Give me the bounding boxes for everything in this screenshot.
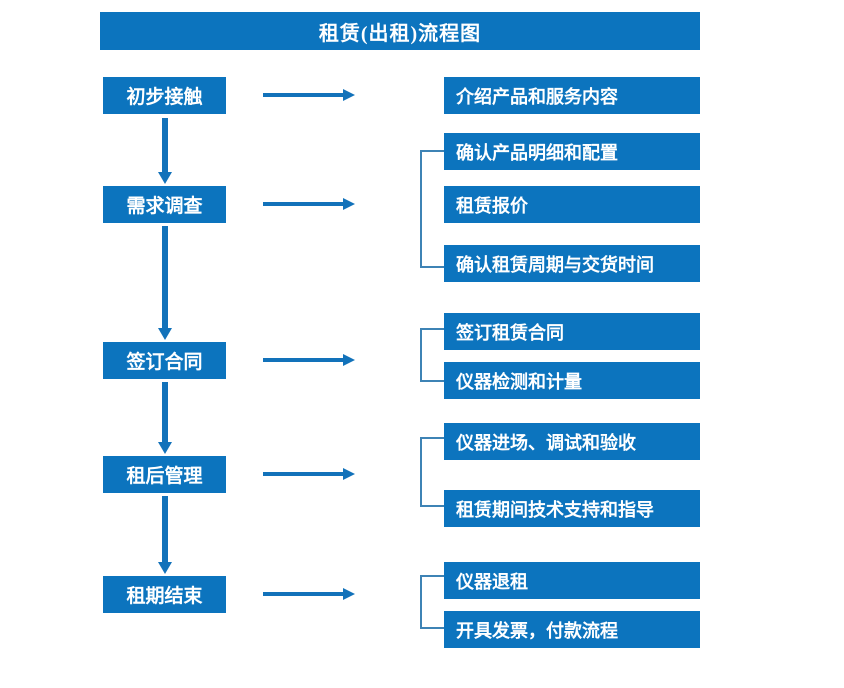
bracket-closing-group <box>420 575 444 629</box>
right-arrow-icon-5 <box>263 587 355 601</box>
down-arrow-icon-3 <box>158 382 172 454</box>
arrow-head <box>158 442 172 454</box>
stage-box-chubujiechu[interactable]: 初步接触 <box>103 77 226 114</box>
arrow-head <box>343 588 355 600</box>
arrow-shaft <box>162 382 168 442</box>
arrow-shaft <box>162 226 168 328</box>
stage-box-zuhouguanli[interactable]: 租后管理 <box>103 456 226 493</box>
detail-box-querenzulinzhouqi[interactable]: 确认租赁周期与交货时间 <box>444 245 700 282</box>
arrow-head <box>158 562 172 574</box>
arrow-shaft <box>263 93 343 97</box>
stage-box-xuqiudiaocha[interactable]: 需求调查 <box>103 186 226 223</box>
arrow-shaft <box>162 496 168 562</box>
bracket-contract-group <box>420 328 444 382</box>
right-arrow-icon-1 <box>263 88 355 102</box>
right-arrow-icon-2 <box>263 197 355 211</box>
down-arrow-icon-2 <box>158 226 172 340</box>
down-arrow-icon-4 <box>158 496 172 574</box>
detail-box-kaijufapiao[interactable]: 开具发票，付款流程 <box>444 611 700 648</box>
detail-box-yiqijinchang[interactable]: 仪器进场、调试和验收 <box>444 423 700 460</box>
arrow-shaft <box>162 118 168 172</box>
arrow-shaft <box>263 472 343 476</box>
page-title: 租赁(出租)流程图 <box>100 12 700 50</box>
bracket-management-group <box>420 437 444 507</box>
arrow-shaft <box>263 592 343 596</box>
detail-box-zulinqijianjishu[interactable]: 租赁期间技术支持和指导 <box>444 490 700 527</box>
right-arrow-icon-3 <box>263 353 355 367</box>
arrow-shaft <box>263 358 343 362</box>
arrow-head <box>343 468 355 480</box>
stage-box-qiandinghetong[interactable]: 签订合同 <box>103 342 226 379</box>
detail-box-yiqijiancehejiliang[interactable]: 仪器检测和计量 <box>444 362 700 399</box>
arrow-head <box>343 198 355 210</box>
detail-box-querenchanpinmingxi[interactable]: 确认产品明细和配置 <box>444 133 700 170</box>
detail-box-qiandingzulinhetong[interactable]: 签订租赁合同 <box>444 313 700 350</box>
detail-box-zulinbaojia[interactable]: 租赁报价 <box>444 186 700 223</box>
arrow-head <box>158 328 172 340</box>
detail-box-jieshaochanpin[interactable]: 介绍产品和服务内容 <box>444 77 700 114</box>
bracket-requirement-group <box>420 150 444 268</box>
detail-box-yiqituizu[interactable]: 仪器退租 <box>444 562 700 599</box>
down-arrow-icon-1 <box>158 118 172 184</box>
arrow-head <box>158 172 172 184</box>
right-arrow-icon-4 <box>263 467 355 481</box>
arrow-head <box>343 89 355 101</box>
arrow-shaft <box>263 202 343 206</box>
arrow-head <box>343 354 355 366</box>
stage-box-zuqijieshu[interactable]: 租期结束 <box>103 576 226 613</box>
